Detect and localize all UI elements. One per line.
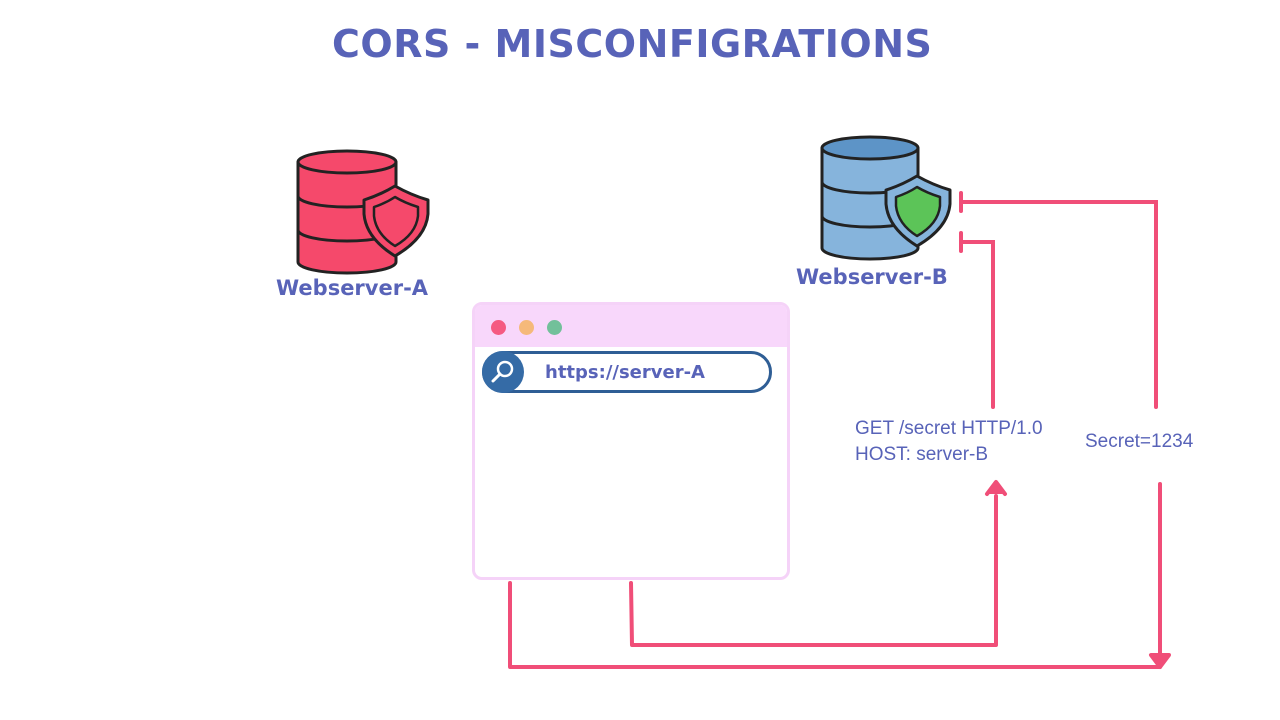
response-text: Secret=1234 — [1085, 431, 1194, 452]
request-arrow — [629, 480, 1007, 647]
page-title: CORS - MISCONFIGRATIONS — [332, 22, 933, 66]
request-arrow-to-server-b — [959, 231, 995, 409]
request-line-1: GET /secret HTTP/1.0 — [855, 418, 1043, 439]
url-bar[interactable]: https://server-A — [482, 351, 772, 393]
minimize-dot-icon[interactable] — [519, 320, 534, 335]
url-text: https://server-A — [545, 362, 705, 383]
webserver-b-database-icon — [820, 135, 952, 261]
maximize-dot-icon[interactable] — [547, 320, 562, 335]
webserver-b-label: Webserver-B — [796, 265, 948, 289]
request-text: GET /secret HTTP/1.0 HOST: server-B — [855, 416, 1043, 468]
browser-title-bar — [475, 305, 787, 347]
browser-window: https://server-A — [472, 302, 790, 580]
response-arrow — [508, 482, 1171, 669]
webserver-a-database-icon — [296, 149, 430, 275]
request-line-2: HOST: server-B — [855, 444, 989, 465]
response-line — [959, 191, 1158, 409]
close-dot-icon[interactable] — [491, 320, 506, 335]
webserver-a-label: Webserver-A — [276, 276, 429, 300]
search-icon[interactable] — [482, 351, 524, 393]
